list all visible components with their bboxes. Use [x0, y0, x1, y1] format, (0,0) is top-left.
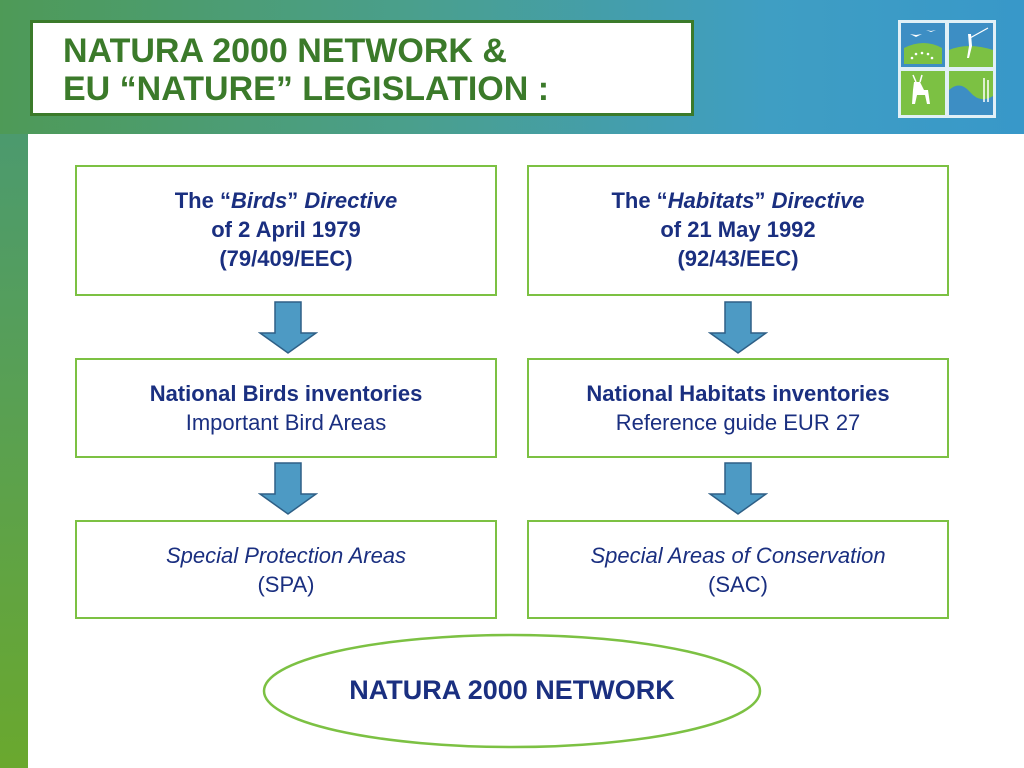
habitats-directive-quote: ”	[754, 188, 766, 213]
wetland-icon	[949, 71, 993, 115]
left-accent-bar	[0, 134, 28, 768]
birds-directive-quote: ”	[287, 188, 299, 213]
network-ellipse	[262, 633, 762, 749]
birds-directive-code: (79/409/EEC)	[219, 246, 353, 271]
arrow-down-icon	[258, 462, 318, 515]
sac-abbr: (SAC)	[708, 572, 768, 597]
bird-icon	[901, 23, 945, 67]
habitats-directive-date: of 21 May 1992	[660, 217, 816, 242]
birds-directive-the: The “	[174, 188, 231, 213]
spa-name: Special Protection Areas	[165, 543, 407, 568]
title-line-1: NATURA 2000 NETWORK &	[63, 32, 507, 70]
title-line-2: EU “NATURE” LEGISLATION :	[63, 70, 550, 108]
habitats-directive-name: Habitats	[667, 188, 755, 213]
habitats-inventory-title: National Habitats inventories	[586, 381, 890, 406]
natura-logo	[898, 20, 996, 118]
habitats-directive-heading: The “Habitats” Directive	[529, 186, 947, 215]
arrow-down-icon	[708, 301, 768, 354]
spa-abbr: (SPA)	[257, 572, 315, 597]
birds-inventory-title: National Birds inventories	[149, 381, 423, 406]
birds-directive-word: Directive	[298, 188, 398, 213]
sac-box: Special Areas of Conservation (SAC)	[527, 520, 949, 619]
habitats-directive-code: (92/43/EEC)	[677, 246, 799, 271]
arrow-down-icon	[258, 301, 318, 354]
habitats-inventory-subtitle: Reference guide EUR 27	[615, 410, 861, 435]
eu-stars-icon	[910, 51, 934, 60]
arrow-down-icon	[708, 462, 768, 515]
habitats-directive-the: The “	[611, 188, 668, 213]
sac-name: Special Areas of Conservation	[590, 543, 886, 568]
birds-directive-box: The “Birds” Directive of 2 April 1979 (7…	[75, 165, 497, 296]
birds-inventory-box: National Birds inventories Important Bir…	[75, 358, 497, 458]
title-box: NATURA 2000 NETWORK & EU “NATURE” LEGISL…	[30, 20, 694, 116]
network-label: NATURA 2000 NETWORK	[349, 675, 675, 705]
habitats-directive-box: The “Habitats” Directive of 21 May 1992 …	[527, 165, 949, 296]
habitats-directive-word: Directive	[765, 188, 865, 213]
birds-inventory-subtitle: Important Bird Areas	[185, 410, 387, 435]
angler-icon	[949, 23, 993, 67]
birds-directive-name: Birds	[230, 188, 288, 213]
habitats-inventory-box: National Habitats inventories Reference …	[527, 358, 949, 458]
spa-box: Special Protection Areas (SPA)	[75, 520, 497, 619]
deer-icon	[901, 71, 945, 115]
birds-directive-heading: The “Birds” Directive	[77, 186, 495, 215]
birds-directive-date: of 2 April 1979	[211, 217, 361, 242]
